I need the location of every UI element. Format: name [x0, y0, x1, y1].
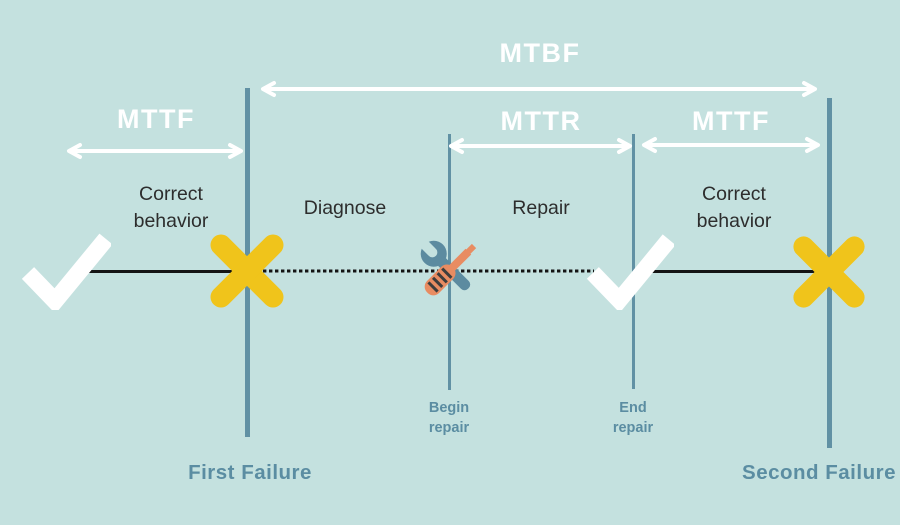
x-icon — [793, 236, 865, 308]
mttf-left-arrow — [67, 143, 243, 159]
mtbf-arrow — [261, 81, 817, 97]
repair-label: Repair — [512, 197, 570, 219]
correct-behavior-left-label: Correct behavior — [133, 183, 209, 232]
begin-repair-label: Begin repair — [428, 400, 470, 436]
mttr-arrow — [449, 138, 632, 154]
end-repair-label: End repair — [612, 400, 654, 436]
end-repair-line — [632, 134, 635, 389]
mttf-right-label: MTTF — [692, 106, 770, 136]
timeline-solid-left — [84, 270, 234, 273]
diagnose-label: Diagnose — [303, 197, 387, 219]
first-failure-label: First Failure — [188, 461, 312, 484]
second-failure-label: Second Failure — [742, 461, 896, 484]
mttf-right-arrow — [642, 137, 820, 153]
check-icon — [21, 233, 111, 310]
correct-behavior-right-label: Correct behavior — [696, 183, 772, 232]
x-icon — [210, 234, 284, 308]
tools-icon — [416, 236, 477, 296]
mttf-left-label: MTTF — [117, 104, 195, 134]
check-icon — [586, 234, 674, 310]
timeline-dotted — [257, 269, 594, 273]
timeline-solid-right — [649, 270, 820, 273]
mttr-label: MTTR — [500, 106, 582, 136]
mtbf-label: MTBF — [499, 38, 581, 68]
